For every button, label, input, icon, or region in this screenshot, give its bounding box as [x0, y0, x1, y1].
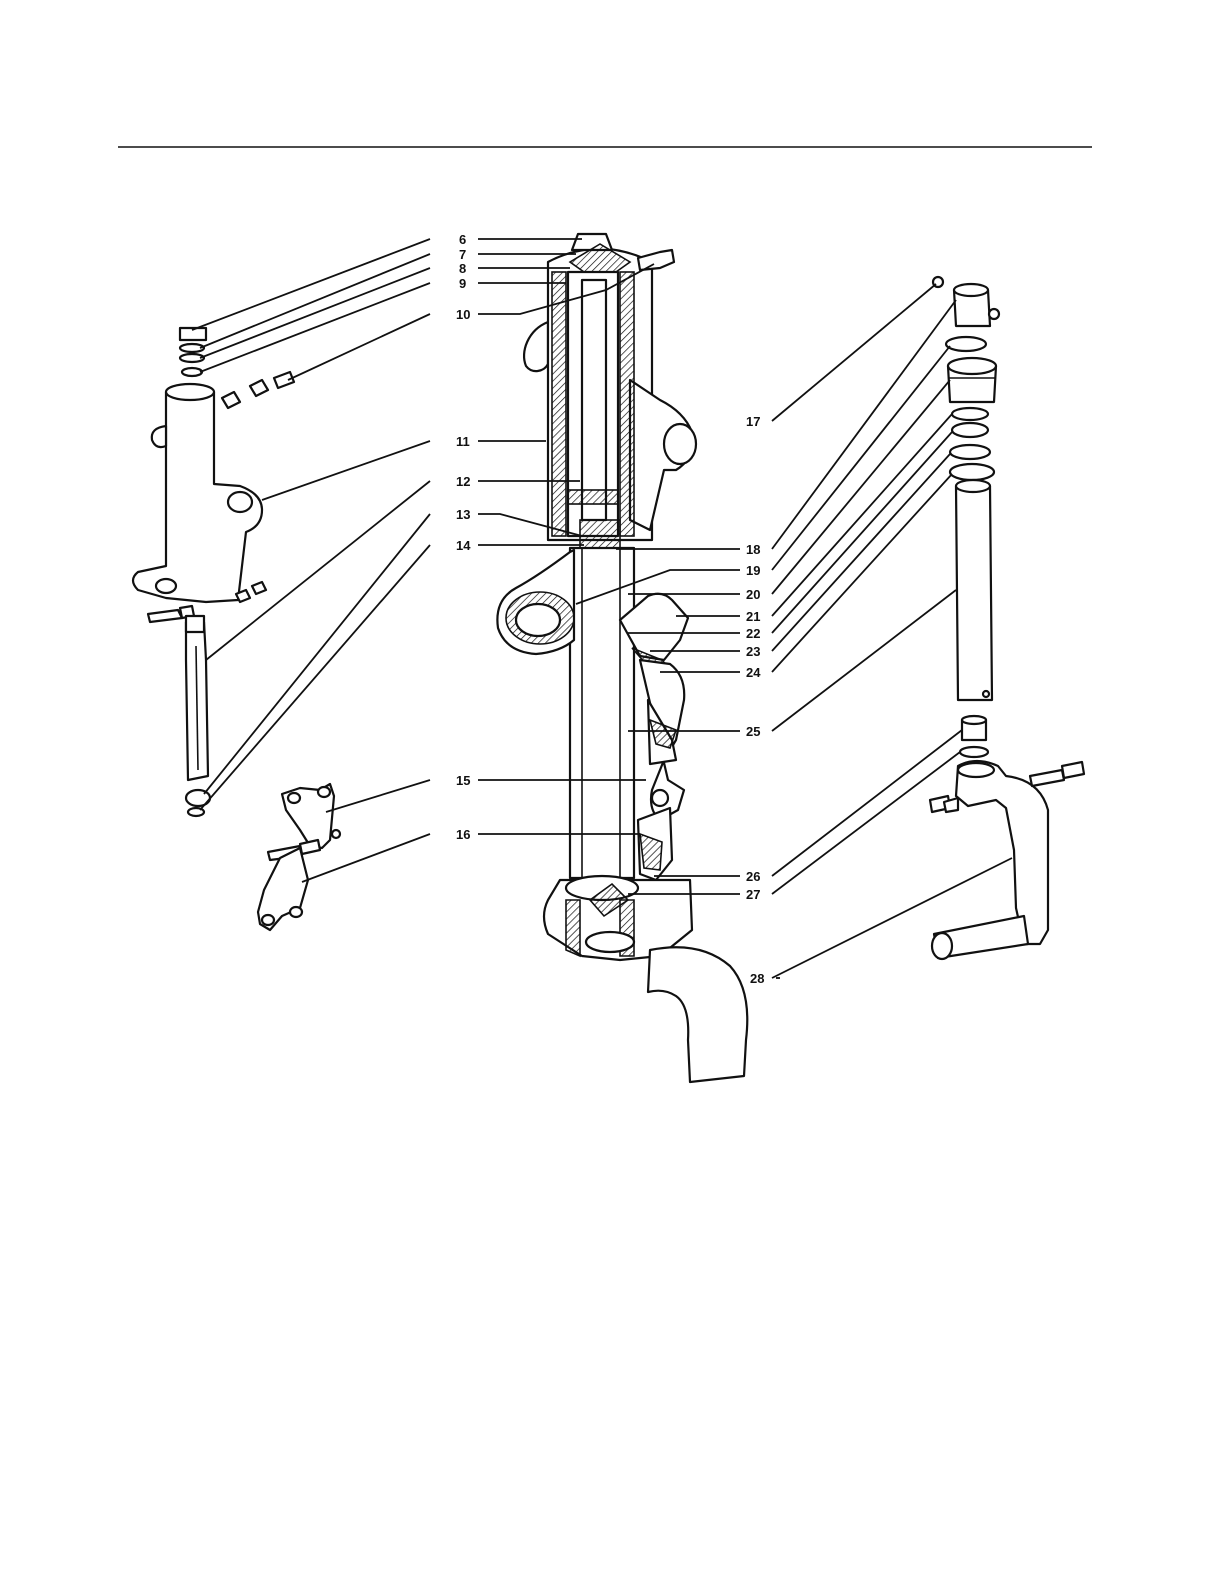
callout-19: 19 — [746, 563, 760, 578]
right-exploded-parts — [930, 277, 1084, 959]
cylinder-tube — [570, 548, 634, 878]
callout-24: 24 — [746, 665, 761, 680]
callout-10: 10 — [456, 307, 470, 322]
callout-16: 16 — [456, 827, 470, 842]
left-exploded-parts — [133, 328, 340, 930]
callout-8: 8 — [459, 261, 466, 276]
fork-28 — [956, 761, 1048, 944]
callout-13: 13 — [456, 507, 470, 522]
callout-20: 20 — [746, 587, 760, 602]
callout-25: 25 — [746, 724, 760, 739]
callout-27: 27 — [746, 887, 760, 902]
callout-22: 22 — [746, 626, 760, 641]
callout-12: 12 — [456, 474, 470, 489]
callout-26: 26 — [746, 869, 760, 884]
main-strut-assembly — [497, 234, 747, 1082]
callout-28: 28 — [750, 971, 764, 986]
callout-21: 21 — [746, 609, 760, 624]
callout-6: 6 — [459, 232, 466, 247]
callout-7: 7 — [459, 247, 466, 262]
callout-9: 9 — [459, 276, 466, 291]
callout-23: 23 — [746, 644, 760, 659]
tube-25 — [956, 486, 992, 700]
callout-14: 14 — [456, 538, 471, 553]
callout-18: 18 — [746, 542, 760, 557]
callout-15: 15 — [456, 773, 470, 788]
callout-11: 11 — [456, 434, 470, 449]
callout-17: 17 — [746, 414, 760, 429]
trailing-arm — [648, 947, 747, 1082]
